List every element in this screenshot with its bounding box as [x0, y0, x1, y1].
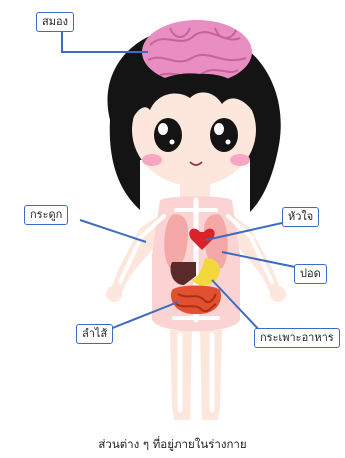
stomach-label: กระเพาะอาหาร [254, 328, 340, 348]
intestine-label: ลำไส้ [76, 324, 113, 344]
lungs-label: ปอด [294, 264, 327, 284]
face [132, 73, 258, 186]
caption: ส่วนต่าง ๆ ที่อยู่ภายในร่างกาย [0, 436, 345, 454]
brain-label: สมอง [36, 12, 74, 32]
heart-label: หัวใจ [282, 207, 319, 227]
bones-leader-line [80, 220, 146, 242]
bones-label: กระดูก [24, 205, 68, 225]
